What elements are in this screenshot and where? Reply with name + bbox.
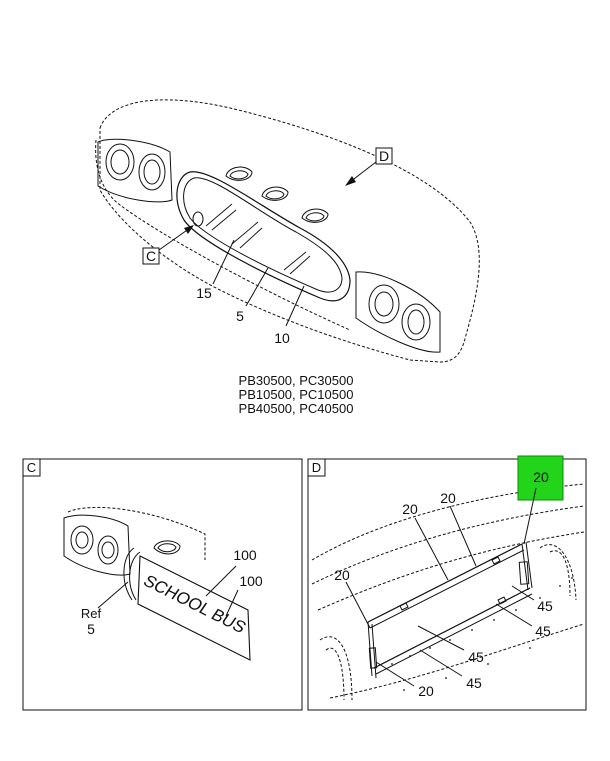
svg-text:20: 20	[402, 501, 418, 517]
school-bus-decal-text: SCHOOL BUS	[140, 572, 250, 637]
panel-d-upper-rail	[367, 543, 523, 623]
svg-text:Ref: Ref	[81, 606, 102, 621]
decal-location-circle	[192, 211, 204, 227]
panel-d-roof-line-2	[311, 505, 585, 585]
svg-text:5: 5	[87, 621, 95, 637]
svg-text:C: C	[146, 248, 156, 264]
main-cap-assembly	[95, 99, 480, 363]
svg-text:20: 20	[533, 469, 549, 485]
panel-d-right-retainer	[521, 541, 533, 591]
svg-text:D: D	[312, 460, 321, 475]
panel-c-clearance-lamp	[153, 540, 181, 555]
svg-text:15: 15	[196, 285, 212, 301]
svg-text:10: 10	[274, 330, 290, 346]
panel-d-callout-45-mid-upper: 45	[417, 625, 484, 665]
detail-panel-c: C SCHOOL BUS 100 100 Ref 5	[22, 458, 303, 711]
glass-reflections	[205, 203, 311, 275]
detail-panel-d: D	[307, 455, 587, 711]
panel-c-callout-100-bottom: 100	[225, 573, 263, 617]
panel-d-clip-1	[399, 602, 409, 611]
panel-d-callout-20-top-right: 20	[440, 490, 477, 567]
window-frame-outer	[176, 171, 351, 302]
panel-d-clip-2	[491, 556, 501, 565]
svg-text:100: 100	[233, 547, 257, 563]
panel-d-callout-20-left: 20	[334, 567, 371, 629]
model-list: PB30500, PC30500 PB10500, PC10500 PB4050…	[239, 373, 354, 416]
svg-text:100: 100	[239, 573, 263, 589]
svg-text:PB30500, PC30500: PB30500, PC30500	[239, 373, 354, 388]
panel-c-cap-outline	[67, 506, 206, 560]
svg-text:C: C	[27, 460, 36, 475]
svg-text:20: 20	[418, 683, 434, 699]
panel-d-left-retainer	[367, 621, 377, 679]
panel-d-callout-45-right-upper: 45	[511, 585, 553, 614]
cap-lower-lip	[95, 139, 351, 331]
school-bus-decal-plate	[137, 555, 251, 661]
svg-text:5: 5	[236, 308, 244, 324]
window-gasket	[183, 177, 343, 293]
callout-15: 15	[196, 239, 235, 301]
view-label-c[interactable]: C	[142, 225, 194, 265]
panel-d-callout-45-right-lower: 45	[495, 603, 551, 639]
svg-text:D: D	[379, 148, 389, 164]
panel-d-callout-45-mid-lower: 45	[419, 649, 482, 691]
view-label-d[interactable]: D	[345, 147, 393, 186]
svg-text:PB10500, PC10500: PB10500, PC10500	[239, 387, 354, 402]
panel-d-callout-20-top-left: 20	[402, 501, 449, 581]
svg-text:20: 20	[334, 567, 350, 583]
left-light-housing	[97, 138, 173, 203]
svg-text:PB40500, PC40500: PB40500, PC40500	[239, 401, 354, 416]
svg-text:45: 45	[537, 598, 553, 614]
panel-d-callout-20-bottom: 20	[375, 661, 434, 699]
right-light-housing	[355, 271, 441, 353]
panel-d-left-housing	[319, 636, 353, 701]
panel-d-rivets	[391, 577, 573, 691]
panel-d-right-housing	[539, 544, 577, 601]
panel-c-window-edge	[123, 547, 135, 601]
callout-5: 5	[236, 267, 269, 324]
svg-text:45: 45	[466, 675, 482, 691]
cap-outline	[99, 99, 480, 363]
panel-d-lower-line	[329, 623, 585, 699]
panel-c-callout-100-top: 100	[205, 547, 257, 597]
callout-10: 10	[274, 285, 305, 346]
clearance-lamps	[225, 166, 329, 223]
panel-c-callout-ref-5: Ref 5	[81, 581, 129, 637]
panel-c-lamp-left	[70, 525, 94, 555]
panel-c-housing	[63, 514, 131, 576]
svg-text:45: 45	[468, 649, 484, 665]
panel-c-lamp-right	[97, 535, 119, 565]
highlighted-callout-20[interactable]: 20	[517, 455, 564, 545]
panel-d-roof-line-1	[311, 483, 585, 561]
svg-text:20: 20	[440, 490, 456, 506]
svg-text:45: 45	[535, 623, 551, 639]
panel-d-lower-rail	[373, 587, 531, 669]
panel-d-clip-3	[497, 596, 507, 605]
